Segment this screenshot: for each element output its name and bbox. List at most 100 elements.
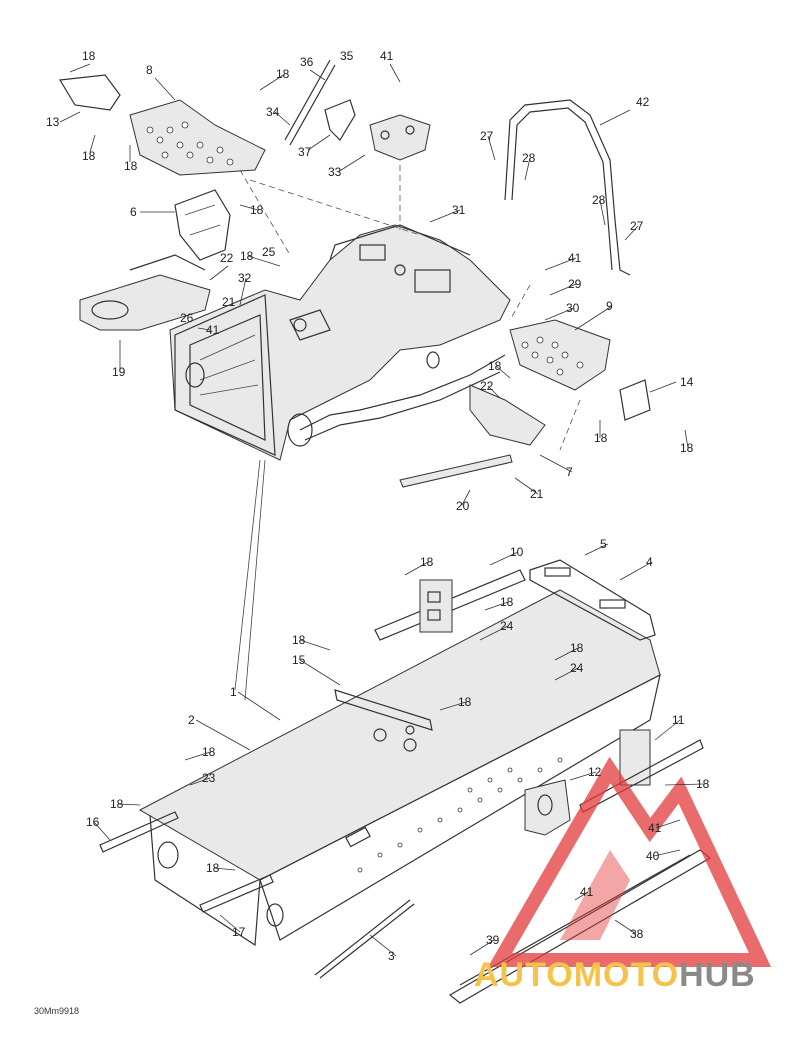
callout-40: 40: [646, 849, 660, 863]
callout-18: 18: [240, 249, 254, 263]
callout-35: 35: [340, 49, 354, 63]
leader-line: [69, 63, 91, 73]
callout-8: 8: [146, 63, 153, 77]
leader-line: [209, 265, 229, 281]
leader-line: [247, 255, 281, 267]
callout-36: 36: [300, 55, 314, 69]
leader-line: [653, 849, 681, 857]
callout-10: 10: [510, 545, 524, 559]
callout-18: 18: [82, 49, 96, 63]
leader-line: [569, 771, 597, 781]
callout-4: 4: [646, 555, 653, 569]
callout-7: 7: [566, 465, 573, 479]
leader-line: [584, 543, 609, 556]
leader-line: [404, 561, 429, 576]
leader-line: [684, 429, 689, 449]
leader-line: [514, 477, 539, 495]
tunnel-assembly: [99, 459, 712, 1004]
leader-line: [389, 63, 401, 83]
leader-line: [654, 719, 681, 741]
watermark-text: AUTOMOTOHUB: [474, 956, 756, 995]
callout-34: 34: [266, 105, 280, 119]
leader-line: [544, 307, 575, 321]
leader-line: [484, 601, 509, 611]
callout-21: 21: [530, 487, 544, 501]
callout-41: 41: [648, 821, 662, 835]
callout-41: 41: [206, 323, 220, 337]
leader-line: [309, 69, 326, 81]
leader-line: [469, 939, 495, 956]
leader-line: [655, 819, 681, 829]
callout-1: 1: [230, 685, 237, 699]
callout-27: 27: [480, 129, 494, 143]
callout-42: 42: [636, 95, 650, 109]
leader-line: [554, 647, 579, 661]
leader-line: [487, 385, 501, 399]
leader-line: [337, 154, 366, 173]
leader-line: [489, 551, 519, 566]
leader-line: [599, 109, 631, 126]
callout-37: 37: [298, 145, 312, 159]
callout-41: 41: [380, 49, 394, 63]
leader-line: [197, 327, 211, 331]
leader-line: [619, 561, 653, 581]
leader-line: [219, 914, 241, 933]
leader-line: [239, 204, 259, 211]
leader-line: [154, 77, 176, 101]
callout-15: 15: [292, 653, 306, 667]
callout-14: 14: [680, 375, 694, 389]
callout-28: 28: [522, 151, 536, 165]
callout-18: 18: [420, 555, 434, 569]
callout-19: 19: [112, 365, 126, 379]
callout-24: 24: [500, 619, 514, 633]
callout-18: 18: [680, 441, 694, 455]
leader-line: [549, 283, 577, 296]
leader-line: [369, 934, 397, 957]
callout-28: 28: [592, 193, 606, 207]
callout-18: 18: [82, 149, 96, 163]
callout-18: 18: [206, 861, 220, 875]
callout-25: 25: [262, 245, 276, 259]
frame-assembly: [59, 59, 651, 488]
callout-39: 39: [486, 933, 500, 947]
callout-3: 3: [388, 949, 395, 963]
leader-line: [213, 867, 236, 871]
leader-line: [439, 701, 467, 711]
watermark-logo: [487, 756, 772, 967]
callout-31: 31: [452, 203, 466, 217]
callout-24: 24: [570, 661, 584, 675]
callout-18: 18: [110, 797, 124, 811]
callout-27: 27: [630, 219, 644, 233]
callout-18: 18: [124, 159, 138, 173]
callout-30: 30: [566, 301, 580, 315]
callout-29: 29: [568, 277, 582, 291]
callout-26: 26: [180, 311, 194, 325]
leader-line: [239, 277, 247, 306]
watermark-text-part1: AUTOMOTO: [474, 956, 680, 994]
callout-18: 18: [594, 431, 608, 445]
callout-16: 16: [86, 815, 100, 829]
leader-line: [184, 751, 211, 761]
leader-line: [299, 639, 331, 651]
leader-line: [299, 659, 341, 686]
callout-33: 33: [328, 165, 342, 179]
leader-line: [574, 891, 589, 901]
leader-line: [59, 111, 81, 123]
callout-41: 41: [568, 251, 582, 265]
callout-41: 41: [580, 885, 594, 899]
leader-line: [524, 157, 531, 181]
leader-line: [274, 111, 291, 126]
leader-line: [614, 919, 637, 935]
leader-line: [237, 691, 281, 721]
leader-line: [664, 783, 705, 786]
leader-line: [574, 305, 613, 331]
callout-22: 22: [220, 251, 234, 265]
leader-line: [117, 803, 141, 806]
callout-13: 13: [46, 115, 60, 129]
leader-line: [259, 73, 286, 91]
leader-line: [599, 199, 606, 226]
leader-line: [539, 454, 573, 473]
leader-line: [429, 209, 461, 223]
